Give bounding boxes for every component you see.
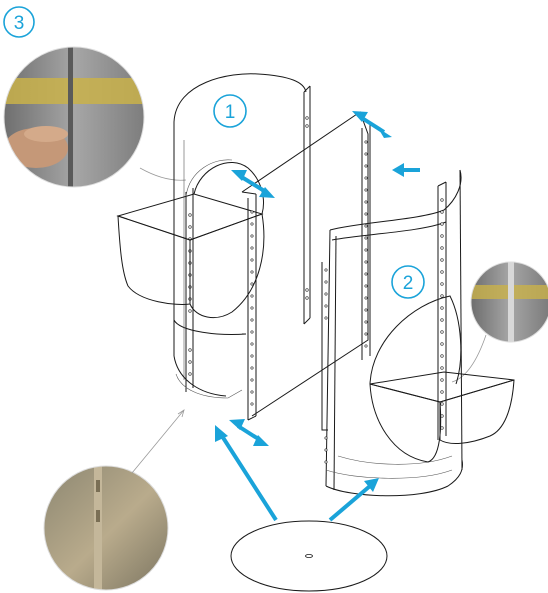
left-right-double-arrow-icon	[229, 419, 269, 446]
cylinder-panel-1	[173, 73, 311, 399]
left-right-double-arrow-icon	[352, 111, 392, 138]
photo-callout-hand	[3, 46, 145, 188]
base-disc	[230, 520, 388, 592]
photo-callout-hinge	[43, 465, 169, 591]
svg-text:2: 2	[403, 273, 414, 294]
svg-text:3: 3	[14, 13, 25, 34]
cylinder-panel-2	[321, 169, 463, 497]
step-badge-3: 3	[3, 6, 35, 38]
callout-leader-right	[451, 334, 487, 383]
callout-leader-top	[139, 167, 187, 181]
center-panel-holes-left	[250, 210, 254, 406]
svg-text:1: 1	[225, 102, 236, 123]
callout-leader-bottom	[131, 409, 185, 474]
step-badge-2: 2	[391, 265, 425, 299]
left-arrow-icon	[392, 163, 420, 177]
basket-right	[369, 295, 515, 463]
up-arrow-icon	[215, 425, 278, 522]
hinge-holes-cyl1-right	[305, 116, 309, 300]
photo-callout-slot	[470, 261, 548, 343]
hinge-holes-left	[188, 213, 192, 376]
center-panel-holes-right	[364, 140, 368, 348]
basket-left	[116, 159, 265, 319]
up-arrow-icon	[328, 478, 379, 522]
left-right-double-arrow-icon	[231, 170, 275, 198]
center-panel	[241, 111, 371, 421]
hinge-holes-cyl2-left	[324, 268, 328, 464]
callout-leader-bottom-tip	[177, 409, 185, 418]
step-badge-1: 1	[213, 94, 247, 128]
hinge-holes-cyl2-right	[440, 198, 444, 430]
